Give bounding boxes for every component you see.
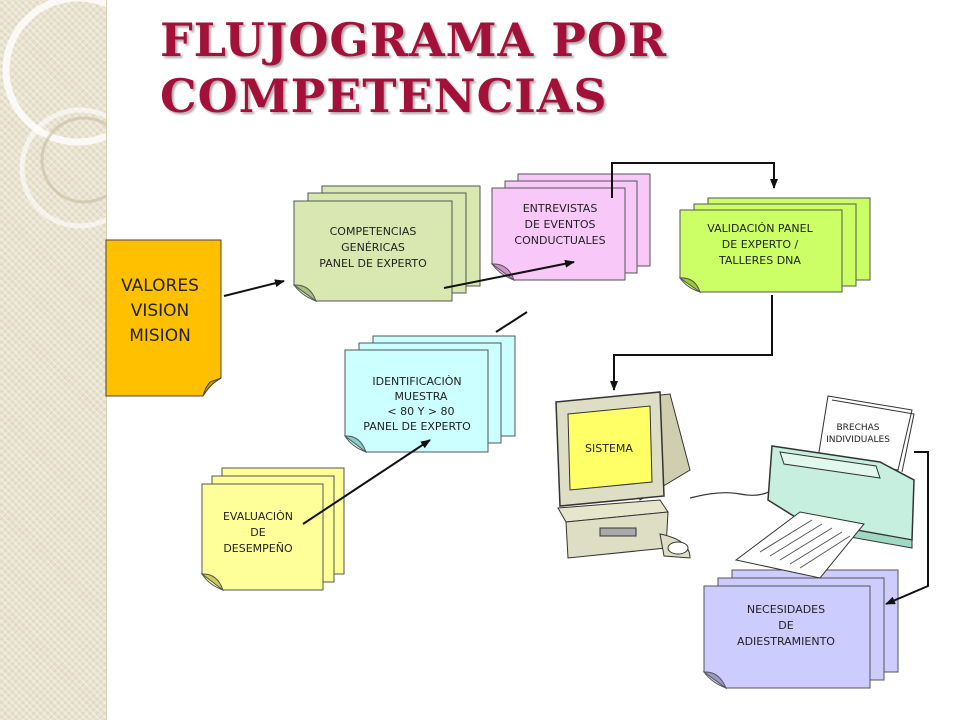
computer-icon: SISTEMA: [555, 391, 773, 559]
identificacion-node: IDENTIFICACIÒN MUESTRA < 80 Y > 80 PANEL…: [343, 335, 516, 454]
connectors: [223, 162, 929, 605]
competencias-node: COMPETENCIAS GENÉRICAS PANEL DE EXPERTO: [292, 185, 481, 303]
competencias-line-1: COMPETENCIAS: [330, 225, 417, 238]
arrow-valores-to-competencias: [223, 279, 285, 297]
evaluacion-line-1: EVALUACIÒN: [223, 510, 293, 523]
line-identificacion-to-entrevistas: [495, 311, 528, 333]
identificacion-line-4: PANEL DE EXPERTO: [363, 420, 471, 433]
printer-icon: BRECHAS INDIVIDUALES: [734, 395, 915, 579]
competencias-line-2: GENÉRICAS: [341, 241, 405, 254]
validacion-line-2: DE EXPERTO /: [722, 238, 799, 251]
arrow-competencias-to-entrevistas: [443, 259, 575, 289]
entrevistas-node: ENTREVISTAS DE EVENTOS CONDUCTUALES: [490, 173, 651, 282]
validacion-line-1: VALIDACIÓN PANEL: [707, 222, 813, 235]
brechas-line-1: BRECHAS: [836, 423, 879, 433]
arrow-validacion-to-sistema: [610, 295, 773, 391]
validacion-node: VALIDACIÓN PANEL DE EXPERTO / TALLERES D…: [678, 197, 871, 294]
entrevistas-line-1: ENTREVISTAS: [523, 202, 598, 215]
valores-node: VALORES VISION MISION: [105, 239, 222, 397]
valores-line-2: VISION: [131, 301, 190, 321]
validacion-line-3: TALLERES DNA: [718, 254, 801, 267]
necesidades-line-1: NECESIDADES: [747, 603, 825, 616]
necesidades-line-3: ADIESTRAMIENTO: [737, 635, 835, 648]
valores-line-3: MISION: [129, 326, 191, 346]
brechas-line-2: INDIVIDUALES: [826, 435, 890, 445]
identificacion-line-2: MUESTRA: [395, 390, 448, 403]
sistema-label: SISTEMA: [585, 442, 633, 455]
title-line-1: FLUJOGRAMA POR: [160, 13, 668, 67]
arrow-brechas-to-necesidades: [885, 451, 929, 605]
arrow-evaluacion-to-identificacion: [302, 439, 431, 525]
arrow-entrevistas-to-validacion: [611, 162, 778, 198]
evaluacion-node: EVALUACIÒN DE DESEMPEÑO: [200, 467, 345, 592]
decorative-sidebar: [0, 0, 154, 720]
identificacion-line-1: IDENTIFICACIÒN: [372, 375, 461, 388]
entrevistas-line-2: DE EVENTOS: [525, 218, 596, 231]
entrevistas-line-3: CONDUCTUALES: [514, 234, 605, 247]
valores-line-1: VALORES: [121, 276, 199, 296]
competencias-line-3: PANEL DE EXPERTO: [319, 257, 427, 270]
page-title: FLUJOGRAMA POR COMPETENCIAS: [160, 12, 667, 124]
identificacion-line-3: < 80 Y > 80: [387, 405, 454, 418]
evaluacion-line-3: DESEMPEÑO: [223, 542, 293, 555]
title-line-2: COMPETENCIAS: [160, 69, 608, 123]
necesidades-line-2: DE: [778, 619, 793, 632]
necesidades-node: NECESIDADES DE ADIESTRAMIENTO: [702, 569, 899, 690]
evaluacion-line-2: DE: [250, 526, 265, 539]
